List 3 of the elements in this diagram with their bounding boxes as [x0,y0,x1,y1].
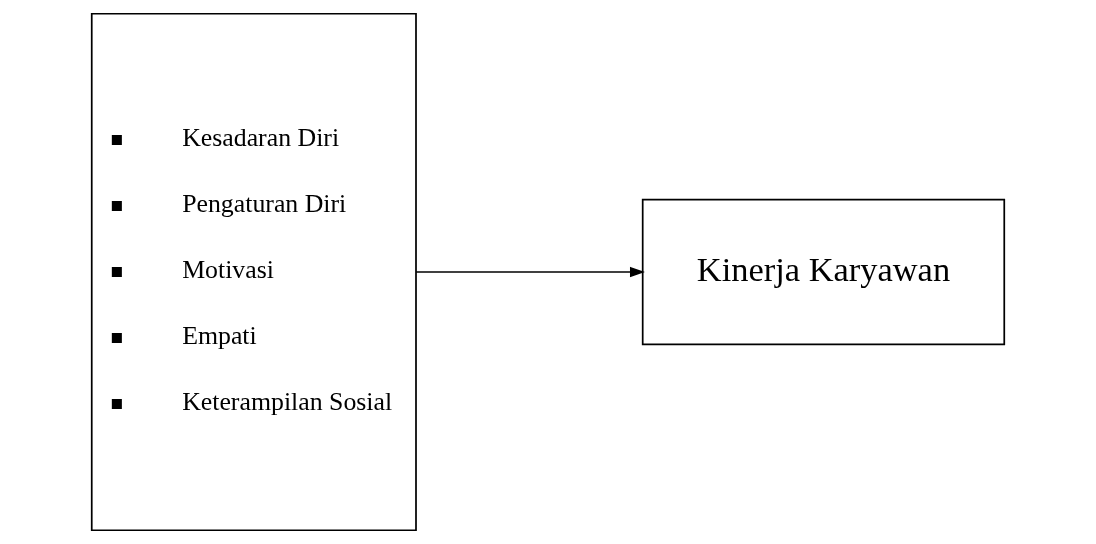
node-box: Kinerja Karyawan [641,198,1006,346]
node-box: Kesadaran Diri Pengaturan Diri Motivasi Empati Keterampilan Sosial [90,12,417,532]
arrow [415,266,645,278]
